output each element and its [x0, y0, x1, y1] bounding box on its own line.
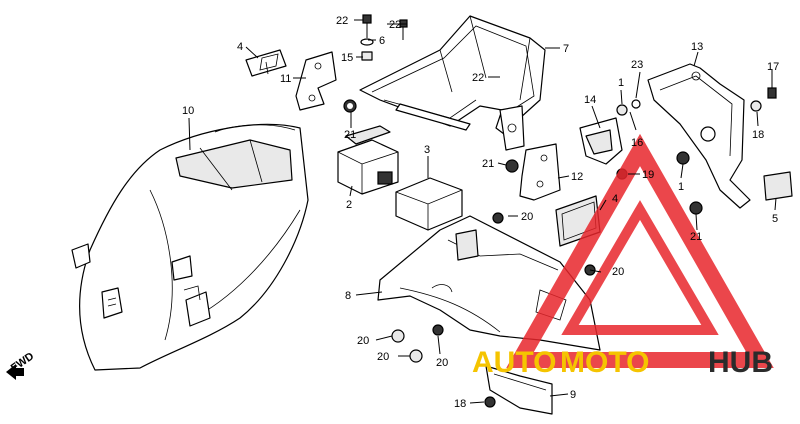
- screw-part: [750, 87, 777, 112]
- callout-14: 14: [584, 94, 596, 106]
- callout-18: 18: [752, 129, 764, 141]
- callout-1: 1: [678, 181, 684, 193]
- callout-22: 22: [389, 19, 401, 31]
- callout-10: 10: [182, 105, 194, 117]
- callout-20: 20: [436, 357, 448, 369]
- callout-6: 6: [379, 35, 385, 47]
- plate-holder-part: [505, 143, 561, 201]
- callout-1: 1: [618, 77, 624, 89]
- watermark-triangle-inner: [561, 200, 719, 335]
- callout-21: 21: [482, 158, 494, 170]
- watermark-text-moto: MOTO: [560, 346, 649, 379]
- callout-8: 8: [345, 290, 351, 302]
- callout-20: 20: [357, 335, 369, 347]
- callout-4: 4: [612, 193, 618, 205]
- callout-19: 19: [642, 169, 654, 181]
- plate-bracket-part: [245, 49, 287, 77]
- callout-22: 22: [336, 15, 348, 27]
- callout-12: 12: [571, 171, 583, 183]
- nut-group-part: [391, 212, 596, 363]
- side-reflector-part: [763, 171, 793, 201]
- control-unit-part: [395, 177, 463, 231]
- nut-part: [343, 99, 357, 113]
- callout-5: 5: [772, 213, 778, 225]
- callout-16: 16: [631, 137, 643, 149]
- callout-20: 20: [521, 211, 533, 223]
- license-bracket-part: [647, 63, 751, 209]
- fwd-arrow-icon: FWD: [6, 350, 36, 380]
- callout-23: 23: [631, 59, 643, 71]
- rear-frame-part: [359, 15, 546, 151]
- watermark-logo: AUTO MOTO HUB: [472, 133, 774, 379]
- rear-fender-part: [71, 123, 309, 371]
- leader-lines: [188, 19, 777, 404]
- watermark-triangle-outer: [506, 133, 774, 368]
- watermark-text-hub: HUB: [708, 346, 773, 379]
- callout-13: 13: [691, 41, 703, 53]
- callout-18: 18: [454, 398, 466, 410]
- callout-2: 2: [346, 199, 352, 211]
- callout-22: 22: [472, 72, 484, 84]
- callout-20: 20: [612, 266, 624, 278]
- callout-3: 3: [424, 144, 430, 156]
- callout-9: 9: [570, 389, 576, 401]
- callout-4: 4: [237, 41, 243, 53]
- splash-guard-part: [484, 365, 553, 415]
- watermark-text-auto: AUTO: [472, 346, 556, 379]
- callout-11: 11: [280, 73, 291, 85]
- callout-21: 21: [690, 231, 702, 243]
- stay-bracket-part: [295, 51, 337, 111]
- callout-21: 21: [344, 129, 356, 141]
- callout-20: 20: [377, 351, 389, 363]
- callout-7: 7: [563, 43, 569, 55]
- nut-right-part: [676, 151, 703, 215]
- relay-part: [337, 125, 399, 195]
- callout-17: 17: [767, 61, 779, 73]
- callout-15: 15: [341, 52, 353, 64]
- callout-labels: 22 22 6 15 4 11 7 22 10 21 3 2 21 12 20 …: [182, 15, 779, 410]
